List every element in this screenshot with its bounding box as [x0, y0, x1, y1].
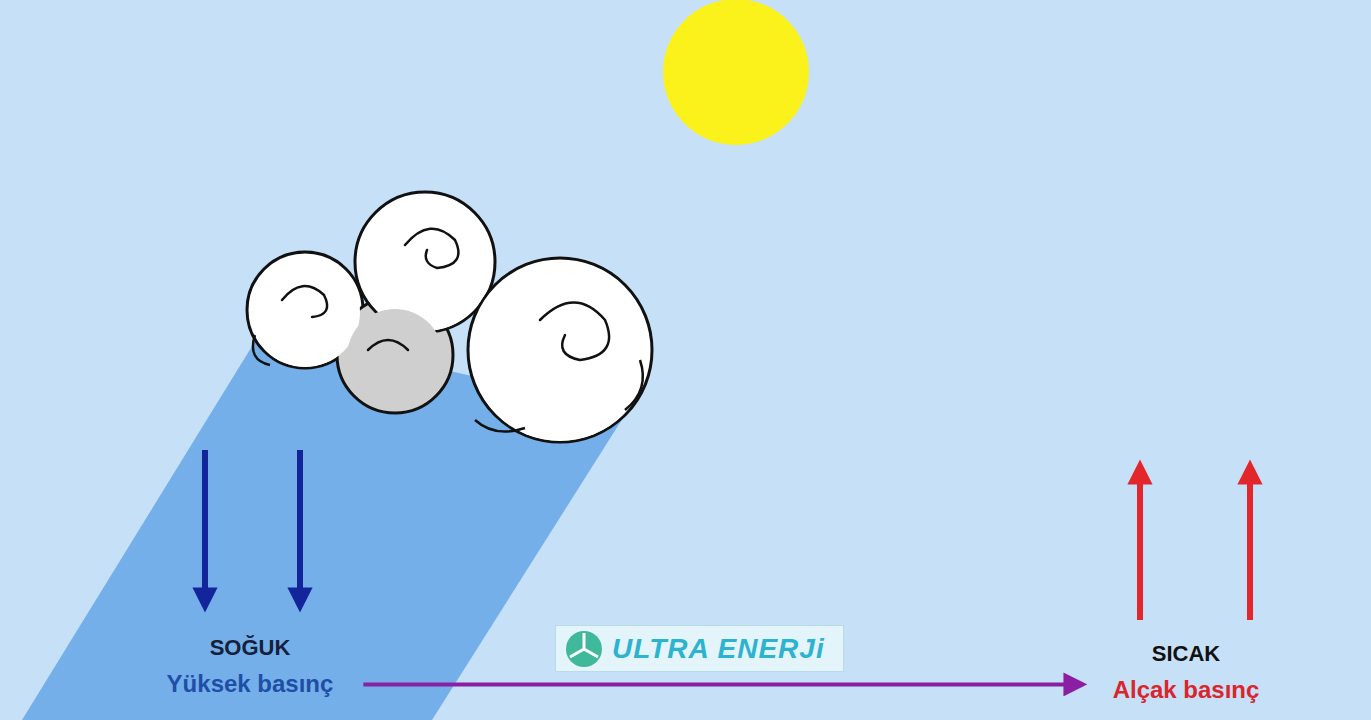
airflow-arrow — [363, 682, 1082, 686]
pressure-label: Yüksek basınç — [167, 665, 334, 703]
zone-heading: SICAK — [1113, 636, 1260, 671]
watermark: ULTRA ENERJi — [555, 625, 844, 672]
watermark-logo — [564, 629, 604, 669]
rising-air-arrows — [1140, 472, 1250, 620]
sinking-air-arrows — [205, 450, 300, 600]
sun — [663, 0, 809, 145]
watermark-text: ULTRA ENERJi — [612, 633, 825, 665]
pressure-label: Alçak basınç — [1113, 671, 1260, 709]
zone-heading: SOĞUK — [167, 630, 334, 665]
cloud — [247, 192, 652, 442]
pressure-zone: SICAKAlçak basınç — [1107, 632, 1266, 714]
pressure-zone: SOĞUKYüksek basınç — [161, 626, 340, 708]
